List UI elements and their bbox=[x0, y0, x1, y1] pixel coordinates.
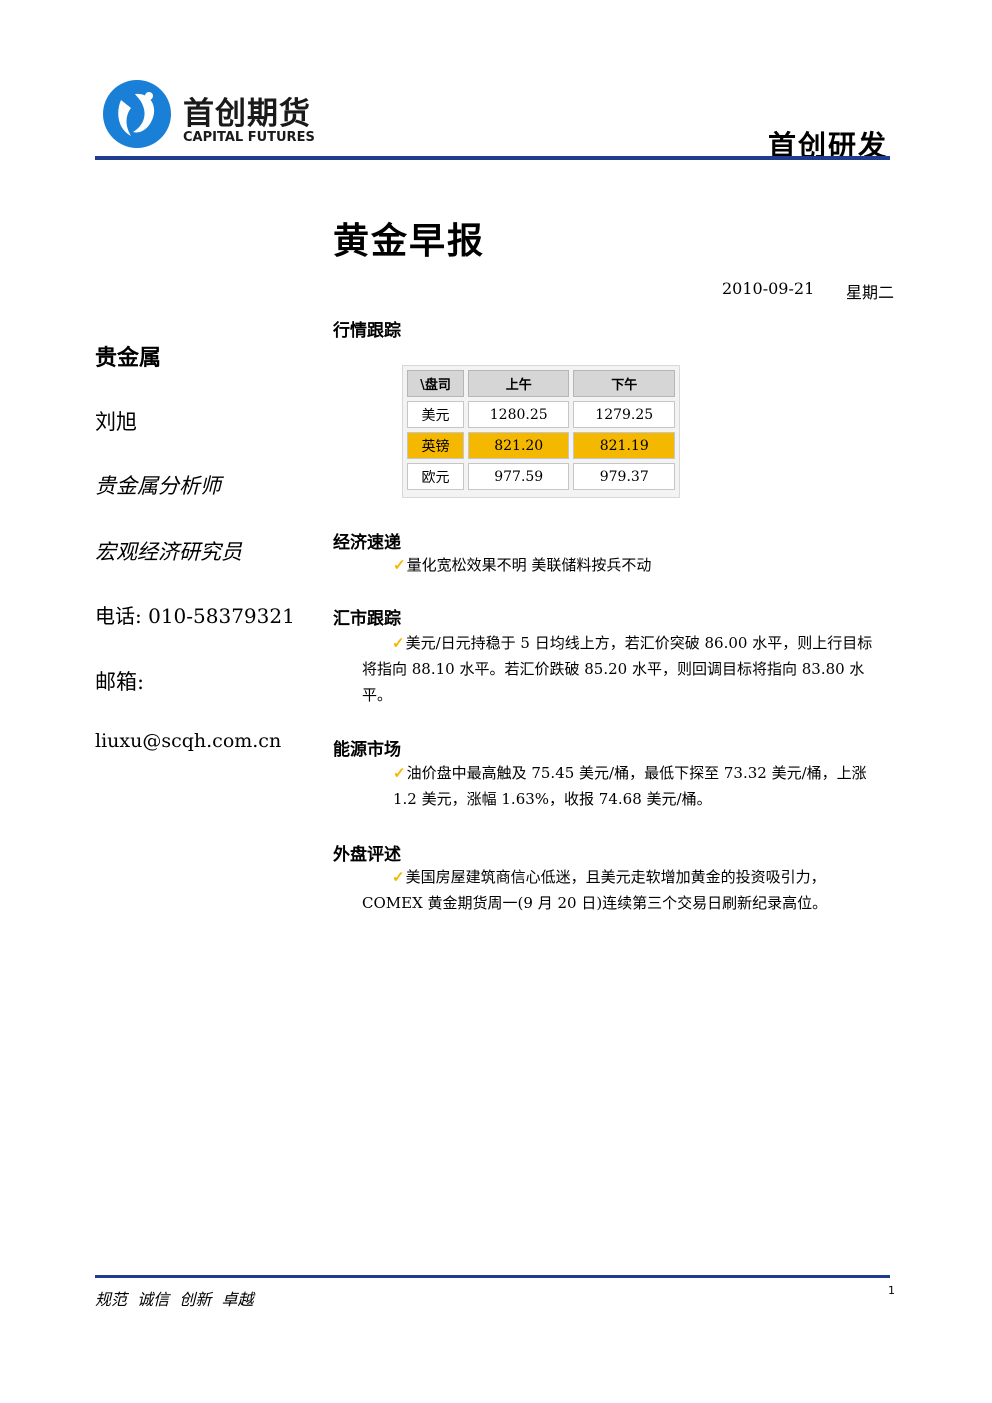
energy-paragraph: ✓油价盘中最高触及 75.45 美元/桶，最低下探至 73.32 美元/桶，上涨… bbox=[393, 760, 883, 812]
section-title-overseas: 外盘评述 bbox=[333, 845, 401, 865]
capital-futures-logo-icon bbox=[103, 80, 171, 148]
currency-cell: 欧元 bbox=[407, 463, 464, 490]
sidebar-category: 贵金属 bbox=[95, 345, 162, 371]
header-cell-unit: \盘司 bbox=[407, 370, 464, 397]
header-divider bbox=[95, 156, 890, 160]
currency-cell: 美元 bbox=[407, 401, 464, 428]
header-cell-am: 上午 bbox=[467, 370, 570, 397]
table-row: 欧元 977.59 979.37 bbox=[407, 463, 675, 490]
author-phone: 电话: 010-58379321 bbox=[95, 604, 295, 628]
fx-paragraph: ✓美元/日元持稳于 5 日均线上方，若汇价突破 86.00 水平，则上行目标将指… bbox=[362, 630, 877, 708]
am-price-cell: 1280.25 bbox=[467, 401, 570, 428]
table-header-row: \盘司 上午 下午 bbox=[407, 370, 675, 397]
check-mark-icon: ✓ bbox=[393, 764, 406, 782]
table-row: 英镑 821.20 821.19 bbox=[407, 432, 675, 459]
author-email-label: 邮箱: bbox=[95, 670, 145, 694]
report-title: 黄金早报 bbox=[333, 220, 486, 262]
table-row: 美元 1280.25 1279.25 bbox=[407, 401, 675, 428]
report-weekday: 星期二 bbox=[846, 283, 895, 302]
logo-english-text: CAPITAL FUTURES bbox=[183, 130, 315, 145]
overseas-text: 美国房屋建筑商信心低迷，且美元走软增加黄金的投资吸引力，COMEX 黄金期货周一… bbox=[362, 868, 828, 912]
section-title-market: 行情跟踪 bbox=[333, 321, 401, 341]
economy-paragraph: ✓量化宽松效果不明 美联储料按兵不动 bbox=[393, 552, 883, 578]
check-mark-icon: ✓ bbox=[392, 868, 405, 886]
currency-cell: 英镑 bbox=[407, 432, 464, 459]
footer-slogan: 规范 诚信 创新 卓越 bbox=[95, 1290, 254, 1309]
section-title-fx: 汇市跟踪 bbox=[333, 609, 401, 629]
author-role-researcher: 宏观经济研究员 bbox=[95, 540, 242, 564]
energy-text: 油价盘中最高触及 75.45 美元/桶，最低下探至 73.32 美元/桶，上涨 … bbox=[393, 764, 867, 808]
pm-price-cell: 1279.25 bbox=[573, 401, 675, 428]
am-price-cell: 821.20 bbox=[467, 432, 570, 459]
section-title-energy: 能源市场 bbox=[333, 740, 401, 760]
header-cell-pm: 下午 bbox=[573, 370, 675, 397]
footer-divider bbox=[95, 1275, 890, 1278]
gold-price-table: \盘司 上午 下午 美元 1280.25 1279.25 英镑 821.20 8… bbox=[402, 365, 680, 498]
check-mark-icon: ✓ bbox=[393, 556, 406, 574]
overseas-paragraph: ✓美国房屋建筑商信心低迷，且美元走软增加黄金的投资吸引力，COMEX 黄金期货周… bbox=[362, 864, 877, 916]
section-title-economy: 经济速递 bbox=[333, 533, 401, 553]
economy-text: 量化宽松效果不明 美联储料按兵不动 bbox=[406, 556, 652, 574]
report-date: 2010-09-21 bbox=[722, 279, 815, 298]
am-price-cell: 977.59 bbox=[467, 463, 570, 490]
author-name: 刘旭 bbox=[95, 410, 137, 434]
pm-price-cell: 821.19 bbox=[573, 432, 675, 459]
page-number: 1 bbox=[888, 1284, 895, 1297]
check-mark-icon: ✓ bbox=[392, 634, 405, 652]
author-email[interactable]: liuxu@scqh.com.cn bbox=[95, 730, 282, 752]
pm-price-cell: 979.37 bbox=[573, 463, 675, 490]
company-logo: 首创期货 CAPITAL FUTURES bbox=[95, 72, 315, 156]
author-role-analyst: 贵金属分析师 bbox=[95, 474, 221, 498]
fx-text: 美元/日元持稳于 5 日均线上方，若汇价突破 86.00 水平，则上行目标将指向… bbox=[362, 634, 873, 704]
logo-chinese-text: 首创期货 bbox=[183, 96, 311, 132]
